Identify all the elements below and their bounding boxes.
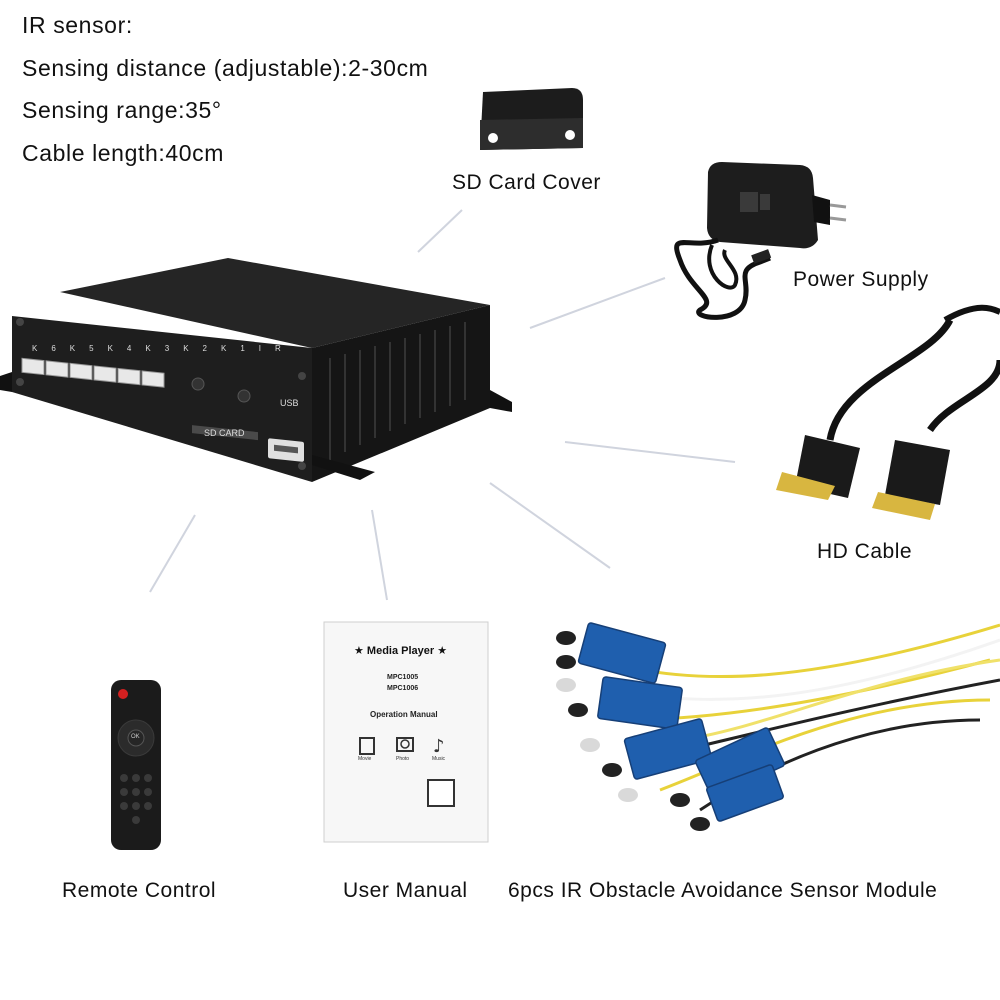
key-label-k5: K5 [69,344,108,353]
usb-port-label: USB [280,398,299,408]
caption-user-manual: User Manual [343,879,468,902]
manual-title: ★ Media Player ★ [354,645,448,657]
remote-ok-label: OK [131,734,140,740]
hd-cable-image [776,304,1000,520]
remote-control-image [111,680,161,850]
media-player-image [0,258,512,482]
manual-model-1: MPC1005 [387,674,419,681]
svg-text:♪: ♪ [433,736,445,757]
power-supply-image [674,162,847,320]
sd-card-slot-label: SD CARD [204,428,245,438]
sensor-module-image [556,622,1000,831]
spec-sensing-range: Sensing range:35° [22,97,222,123]
key-label-k1: K1 [220,344,259,353]
caption-hd-cable: HD Cable [817,540,913,563]
manual-music-label: Music [432,756,446,762]
manual-photo-label: Photo [396,756,410,762]
manual-model-2: MPC1006 [387,685,419,692]
key-label-k6: K6 [32,344,70,353]
manual-subtitle: Operation Manual [370,710,438,719]
key-label-ir: IR [258,344,295,353]
key-label-k3: K3 [145,344,184,353]
spec-sensing-distance: Sensing distance (adjustable):2-30cm [22,55,429,81]
caption-power-supply: Power Supply [793,268,929,291]
caption-sd-card-cover: SD Card Cover [452,171,601,194]
caption-sensor-module: 6pcs IR Obstacle Avoidance Sensor Module [508,879,938,902]
key-label-k4: K4 [107,344,146,353]
user-manual-image: ♪ [323,621,489,843]
spec-title: IR sensor: [22,12,133,38]
caption-remote-control: Remote Control [62,879,217,902]
connector-lines [149,209,736,601]
manual-movie-label: Movie [358,756,372,762]
key-label-k2: K2 [183,344,221,353]
spec-cable-length: Cable length:40cm [22,140,224,166]
player-key-labels: K6K5K4K3K2K1IR [32,344,295,353]
sd-card-cover-image [480,88,583,150]
